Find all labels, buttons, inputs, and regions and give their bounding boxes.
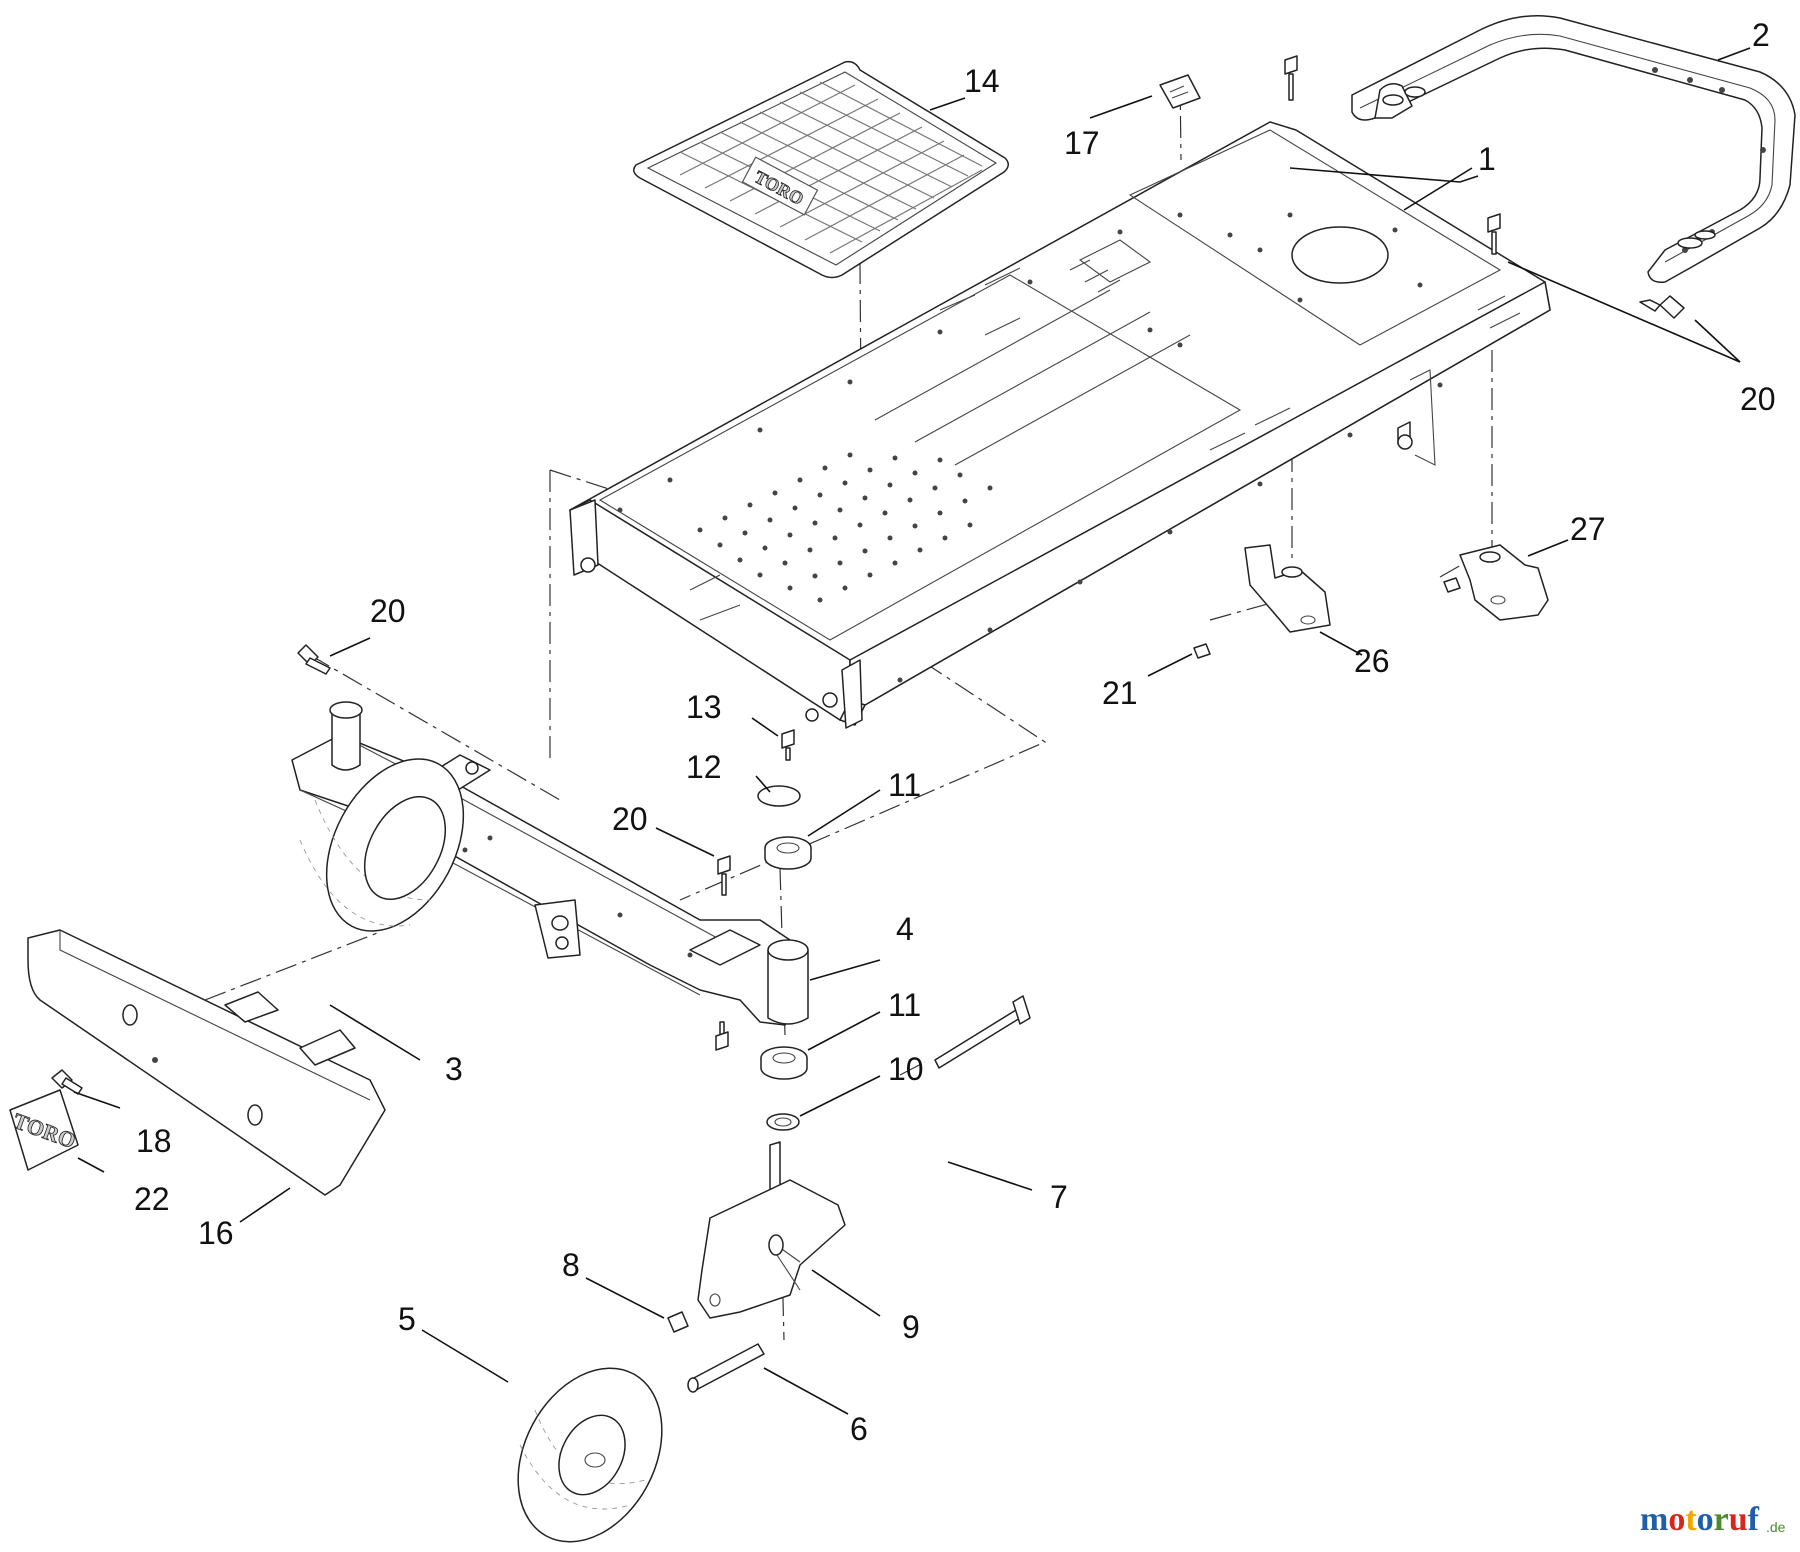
spacer-6 (687, 1343, 765, 1393)
callout-18: 18 (136, 1123, 172, 1159)
washer-10 (766, 1113, 800, 1131)
callout-13: 13 (686, 689, 722, 725)
callout-20-rear: 20 (1740, 381, 1776, 417)
nut-8 (667, 1311, 689, 1333)
main-frame (569, 121, 1551, 729)
bolt-20-front (297, 644, 331, 675)
callout-6: 6 (850, 1411, 868, 1447)
callout-22: 22 (134, 1181, 170, 1217)
bolt-20-axle (717, 855, 731, 896)
bolt-20-rear-left (1487, 213, 1501, 255)
wm-tld: .de (1766, 1519, 1786, 1535)
deck-hole-pattern (617, 212, 1443, 683)
callout-3: 3 (445, 1051, 463, 1087)
decal (1159, 74, 1201, 109)
wm-letter-1: o (1668, 1501, 1685, 1538)
rear-bumper (1351, 14, 1796, 284)
front-shield (27, 929, 386, 1196)
nut-21 (1193, 643, 1211, 659)
bolt-18 (51, 1069, 83, 1095)
front-wheel (517, 1367, 663, 1543)
callout-20-axle: 20 (612, 801, 648, 837)
svg-text:motoruf: motoruf (1640, 1501, 1760, 1538)
bolt-13 (781, 729, 795, 761)
brand-plate: TORO (9, 1089, 79, 1171)
callout-17: 17 (1064, 125, 1100, 161)
callout-14: 14 (964, 63, 1000, 99)
mount-bracket-26 (1244, 544, 1331, 633)
bearing-11-lower (760, 1046, 808, 1080)
axle-bolt-7 (934, 995, 1031, 1069)
caster-fork (697, 1141, 846, 1319)
wm-letter-2: t (1685, 1501, 1697, 1538)
callout-26: 26 (1354, 643, 1390, 679)
callout-11-lower: 11 (888, 987, 921, 1023)
callout-1: 1 (1478, 141, 1496, 177)
bearing-11-upper (764, 836, 812, 870)
front-left-wheel (299, 758, 465, 932)
callout-16: 16 (198, 1215, 234, 1251)
callout-21: 21 (1102, 675, 1138, 711)
callout-11-upper: 11 (888, 767, 921, 803)
wm-letter-0: m (1640, 1501, 1668, 1538)
wm-letter-4: r (1714, 1501, 1729, 1538)
bolt-20-rear-right (1639, 295, 1685, 319)
watermark-logo: motoruf .de (1640, 1501, 1786, 1538)
callout-labels: 1 2 3 4 5 6 7 8 9 10 11 11 12 13 14 16 1… (134, 17, 1776, 1447)
wm-letter-3: o (1697, 1501, 1714, 1538)
callout-12: 12 (686, 749, 722, 785)
callout-5: 5 (398, 1301, 416, 1337)
callout-20-front: 20 (370, 593, 406, 629)
callout-27: 27 (1570, 511, 1606, 547)
washer-12 (757, 785, 801, 807)
bolt-rear-top (1284, 55, 1298, 101)
floor-mat: TORO (633, 60, 1009, 279)
callout-9: 9 (902, 1309, 920, 1345)
callout-4: 4 (896, 911, 914, 947)
wm-letter-6: f (1748, 1501, 1760, 1538)
callout-2: 2 (1752, 17, 1770, 53)
callout-10: 10 (888, 1051, 924, 1087)
leader-lines (73, 47, 1751, 1415)
nut-27-side (1443, 577, 1461, 593)
callout-8: 8 (562, 1247, 580, 1283)
mount-bracket-27 (1459, 544, 1549, 621)
bolt-axle-bottom (715, 1021, 729, 1051)
front-axle (291, 701, 809, 1026)
callout-7: 7 (1050, 1179, 1068, 1215)
wm-letter-5: u (1729, 1501, 1748, 1538)
